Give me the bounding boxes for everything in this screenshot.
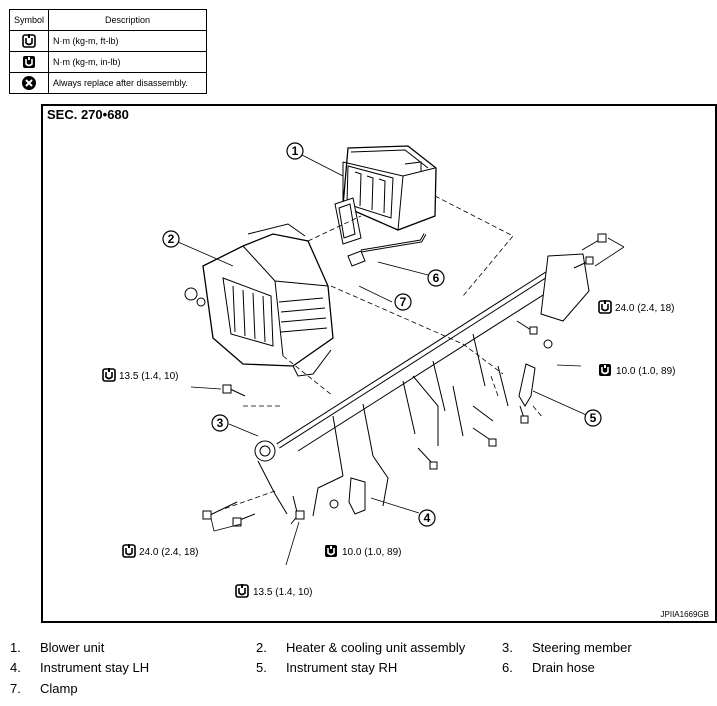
bolts <box>202 233 607 527</box>
torque-ftlb-icon <box>22 33 36 48</box>
always-replace-icon <box>22 76 36 90</box>
list-item: 6. Drain hose <box>502 660 595 675</box>
torque-ftlb-icon <box>102 367 116 382</box>
svg-text:13.5 (1.4, 10): 13.5 (1.4, 10) <box>119 371 178 382</box>
svg-text:6: 6 <box>433 271 440 285</box>
svg-text:7: 7 <box>400 295 407 309</box>
heater-cooling-unit-illustration <box>184 223 334 377</box>
instrument-stay-lh-illustration <box>348 477 366 515</box>
figure-id: JPIIA1669GB <box>660 610 709 619</box>
part-name: Clamp <box>40 681 78 696</box>
part-number: 1. <box>10 640 21 655</box>
svg-text:10.0 (1.0, 89): 10.0 (1.0, 89) <box>342 547 401 558</box>
legend-header-symbol: Symbol <box>9 9 49 31</box>
callout-6: 6 <box>427 269 445 287</box>
part-number: 5. <box>256 660 267 675</box>
callout-3: 3 <box>211 414 229 432</box>
legend-header-row: Symbol Description <box>9 9 207 31</box>
list-item: 3. Steering member <box>502 640 632 655</box>
torque-spec-upper-right: 24.0 (2.4, 18) <box>598 299 674 314</box>
svg-text:3: 3 <box>217 416 224 430</box>
callout-1: 1 <box>286 142 304 160</box>
callout-5: 5 <box>584 409 602 427</box>
torque-inlb-icon <box>324 544 338 558</box>
part-number: 7. <box>10 681 21 696</box>
torque-ftlb-icon <box>598 299 612 314</box>
blower-unit-illustration <box>334 145 437 245</box>
part-name: Instrument stay RH <box>286 660 398 675</box>
part-number: 6. <box>502 660 513 675</box>
legend-header-description: Description <box>48 9 207 31</box>
part-name: Heater & cooling unit assembly <box>286 640 466 655</box>
torque-spec-lower-middle: 10.0 (1.0, 89) <box>324 544 401 558</box>
svg-text:1: 1 <box>292 144 299 158</box>
callout-4: 4 <box>418 509 436 527</box>
part-name: Blower unit <box>40 640 105 655</box>
torque-spec-lower-left: 24.0 (2.4, 18) <box>122 543 198 558</box>
svg-text:10.0 (1.0, 89): 10.0 (1.0, 89) <box>616 366 675 377</box>
exploded-view-diagram: 1 2 3 4 5 6 7 24.0 (2.4, 18) <box>41 104 717 623</box>
legend-row: Always replace after disassembly. <box>9 72 207 94</box>
list-item: 5. Instrument stay RH <box>256 660 397 675</box>
torque-spec-bottom: 13.5 (1.4, 10) <box>235 583 312 598</box>
svg-text:2: 2 <box>168 232 175 246</box>
torque-ftlb-icon <box>235 583 249 598</box>
symbol-legend: Symbol Description N·m (kg-m, ft-lb) N·m… <box>9 9 207 94</box>
steering-member-illustration <box>254 253 590 517</box>
leader-lines <box>177 154 625 566</box>
legend-row: N·m (kg-m, in-lb) <box>9 51 207 73</box>
part-number: 3. <box>502 640 513 655</box>
list-item: 1. Blower unit <box>10 640 104 655</box>
svg-text:24.0 (2.4, 18): 24.0 (2.4, 18) <box>139 547 198 558</box>
callout-2: 2 <box>162 230 180 248</box>
list-item: 2. Heater & cooling unit assembly <box>256 640 465 655</box>
legend-row: N·m (kg-m, ft-lb) <box>9 30 207 52</box>
torque-inlb-icon <box>22 55 36 69</box>
legend-description: Always replace after disassembly. <box>48 72 207 94</box>
list-item: 7. Clamp <box>10 681 78 696</box>
part-number: 2. <box>256 640 267 655</box>
torque-inlb-icon <box>598 363 612 377</box>
instrument-stay-rh-illustration <box>518 363 536 407</box>
torque-spec-right: 10.0 (1.0, 89) <box>598 363 675 377</box>
part-name: Drain hose <box>532 660 595 675</box>
torque-spec-left: 13.5 (1.4, 10) <box>102 367 178 382</box>
svg-text:5: 5 <box>590 411 597 425</box>
svg-text:13.5 (1.4, 10): 13.5 (1.4, 10) <box>253 587 312 598</box>
part-number: 4. <box>10 660 21 675</box>
callout-7: 7 <box>394 293 412 311</box>
part-name: Steering member <box>532 640 632 655</box>
list-item: 4. Instrument stay LH <box>10 660 149 675</box>
torque-ftlb-icon <box>122 543 136 558</box>
section-title: SEC. 270•680 <box>47 107 129 122</box>
exploded-view-artwork: 1 2 3 4 5 6 7 24.0 (2.4, 18) <box>102 142 675 598</box>
legend-description: N·m (kg-m, in-lb) <box>48 51 207 73</box>
svg-text:4: 4 <box>424 511 431 525</box>
svg-text:24.0 (2.4, 18): 24.0 (2.4, 18) <box>615 303 674 314</box>
drain-hose-illustration <box>347 233 427 267</box>
legend-description: N·m (kg-m, ft-lb) <box>48 30 207 52</box>
part-name: Instrument stay LH <box>40 660 150 675</box>
alignment-lines <box>217 195 544 512</box>
